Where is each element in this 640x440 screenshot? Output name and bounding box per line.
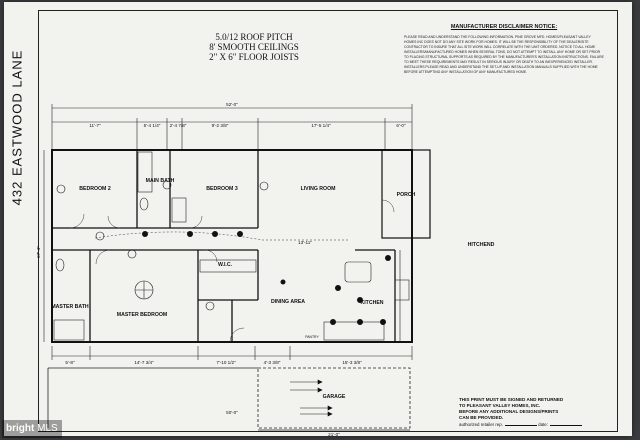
return-line-2: TO PLEASANT VALLEY HOMES, INC. <box>459 403 541 408</box>
spec-notes: 5.0/12 ROOF PITCH 8' SMOOTH CEILINGS 2" … <box>179 32 329 62</box>
dim-top-5: 17'-5 1/4" <box>311 123 331 128</box>
room-bedroom-3: BEDROOM 3 <box>206 186 238 192</box>
sheet-border <box>38 10 618 432</box>
dim-bottom-1: 5'-8" <box>65 360 75 365</box>
porch-walls <box>381 149 431 239</box>
fixtures <box>53 151 410 342</box>
smoke-detectors <box>56 180 269 311</box>
dim-overall-top: 52'-0" <box>226 102 238 107</box>
room-dining: DINING AREA <box>271 299 305 305</box>
hallway-lines <box>94 231 350 241</box>
return-line-4: CAN BE PROVIDED. <box>459 415 504 420</box>
spec-floor-joists: 2" X 6" FLOOR JOISTS <box>209 52 299 62</box>
room-living: LIVING ROOM <box>301 186 336 192</box>
room-master-bath: MASTER BATH <box>51 304 89 310</box>
dim-top-1: 11'-7" <box>89 123 101 128</box>
dim-lower-overall: 50'-0" <box>226 410 238 415</box>
spec-roof-pitch: 5.0/12 ROOF PITCH <box>215 32 293 42</box>
label-hitchend: HITCHEND <box>468 242 495 248</box>
garage-arrows <box>290 379 333 417</box>
watermark-suffix: MLS <box>37 423 58 434</box>
recessed-lights <box>142 231 391 325</box>
dim-top-2: 5'-4 1/4" <box>144 123 161 128</box>
garage-outline <box>47 367 411 431</box>
room-main-bath: MAIN BATH <box>146 178 175 184</box>
dim-bottom-3: 7'-10 1/2" <box>216 360 236 365</box>
dim-bottom-5: 15'-3 3/8" <box>342 360 362 365</box>
top-dimension-lines <box>51 104 413 150</box>
room-master-bedroom: MASTER BEDROOM <box>117 312 167 318</box>
dim-depth: 27'-4" <box>36 246 41 258</box>
dim-top-3: 2'-4 7/8" <box>170 123 187 128</box>
signature-rep-label: authorized retailer rep. <box>459 422 503 427</box>
disclaimer-text: PLEASE READ AND UNDERSTAND THE FOLLOWING… <box>404 35 604 74</box>
disclaimer-notice: MANUFACTURER DISCLAIMER NOTICE: PLEASE R… <box>404 24 604 75</box>
interior-walls <box>52 150 396 342</box>
room-porch: PORCH <box>397 192 416 198</box>
return-line-1: THIS PRINT MUST BE SIGNED AND RETURNED <box>459 397 564 402</box>
room-pantry: PANTRY <box>305 335 319 339</box>
dim-hallway: 13'-11" <box>298 240 312 245</box>
return-notice: THIS PRINT MUST BE SIGNED AND RETURNED T… <box>459 397 609 421</box>
signature-line: authorized retailer rep. date: <box>459 422 619 427</box>
signature-date-label: date: <box>538 422 548 427</box>
watermark-brand: bright <box>6 423 35 434</box>
dim-garage-width: 21'-0" <box>328 432 340 437</box>
room-bedroom-2: BEDROOM 2 <box>79 186 111 192</box>
room-garage: GARAGE <box>323 394 346 400</box>
room-wic: W.I.C. <box>218 262 233 268</box>
blueprint-sheet: 432 EASTWOOD LANE 5.0/12 ROOF PITCH 8' S… <box>4 2 632 436</box>
room-kitchen: KITCHEN <box>360 300 383 306</box>
dim-top-6: 6'-0" <box>396 123 406 128</box>
listing-watermark: bright MLS <box>2 420 62 438</box>
door-swings <box>69 199 395 343</box>
dim-bottom-2: 14'-7 3/4" <box>134 360 154 365</box>
bottom-dimension-lines <box>51 346 413 360</box>
dim-top-4: 9'-2 3/8" <box>212 123 229 128</box>
spec-ceilings: 8' SMOOTH CEILINGS <box>209 42 299 52</box>
return-line-3: BEFORE ANY ADDITIONAL DESIGNS/PRINTS <box>459 409 559 414</box>
dim-bottom-4: 4'-3 3/8" <box>264 360 281 365</box>
disclaimer-heading: MANUFACTURER DISCLAIMER NOTICE: <box>450 24 558 30</box>
